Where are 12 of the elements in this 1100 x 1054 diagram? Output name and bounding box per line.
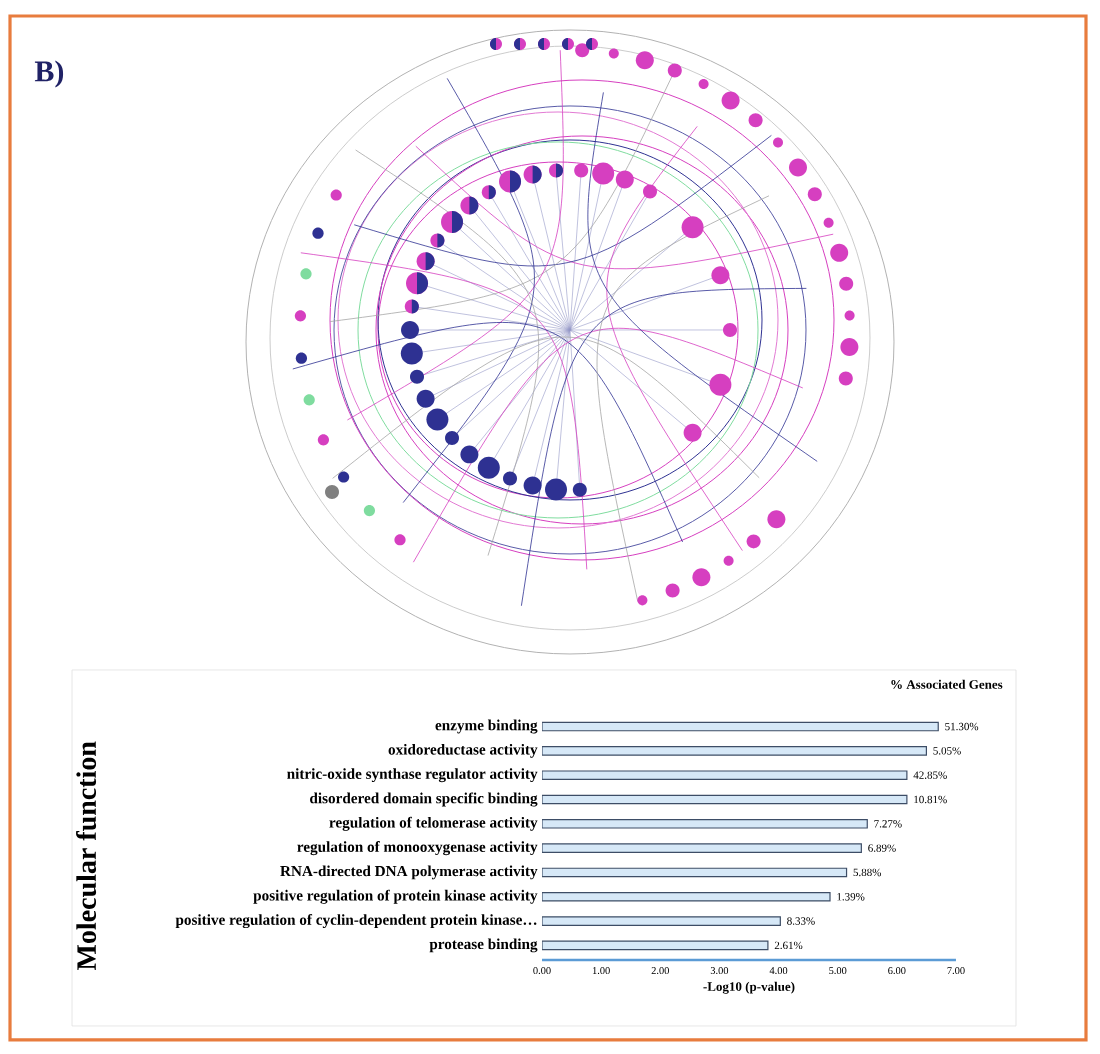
- bar: [542, 916, 781, 926]
- bar: [542, 819, 868, 829]
- bar: [542, 770, 908, 780]
- bar: [542, 843, 862, 853]
- y-axis-title: Molecular function: [76, 741, 97, 971]
- bar: [542, 746, 927, 756]
- bar: [542, 867, 848, 878]
- bar: [542, 721, 939, 732]
- bar: [542, 940, 769, 951]
- bar: [542, 794, 908, 805]
- bar: [542, 891, 831, 902]
- panel-label: B): [34, 60, 64, 88]
